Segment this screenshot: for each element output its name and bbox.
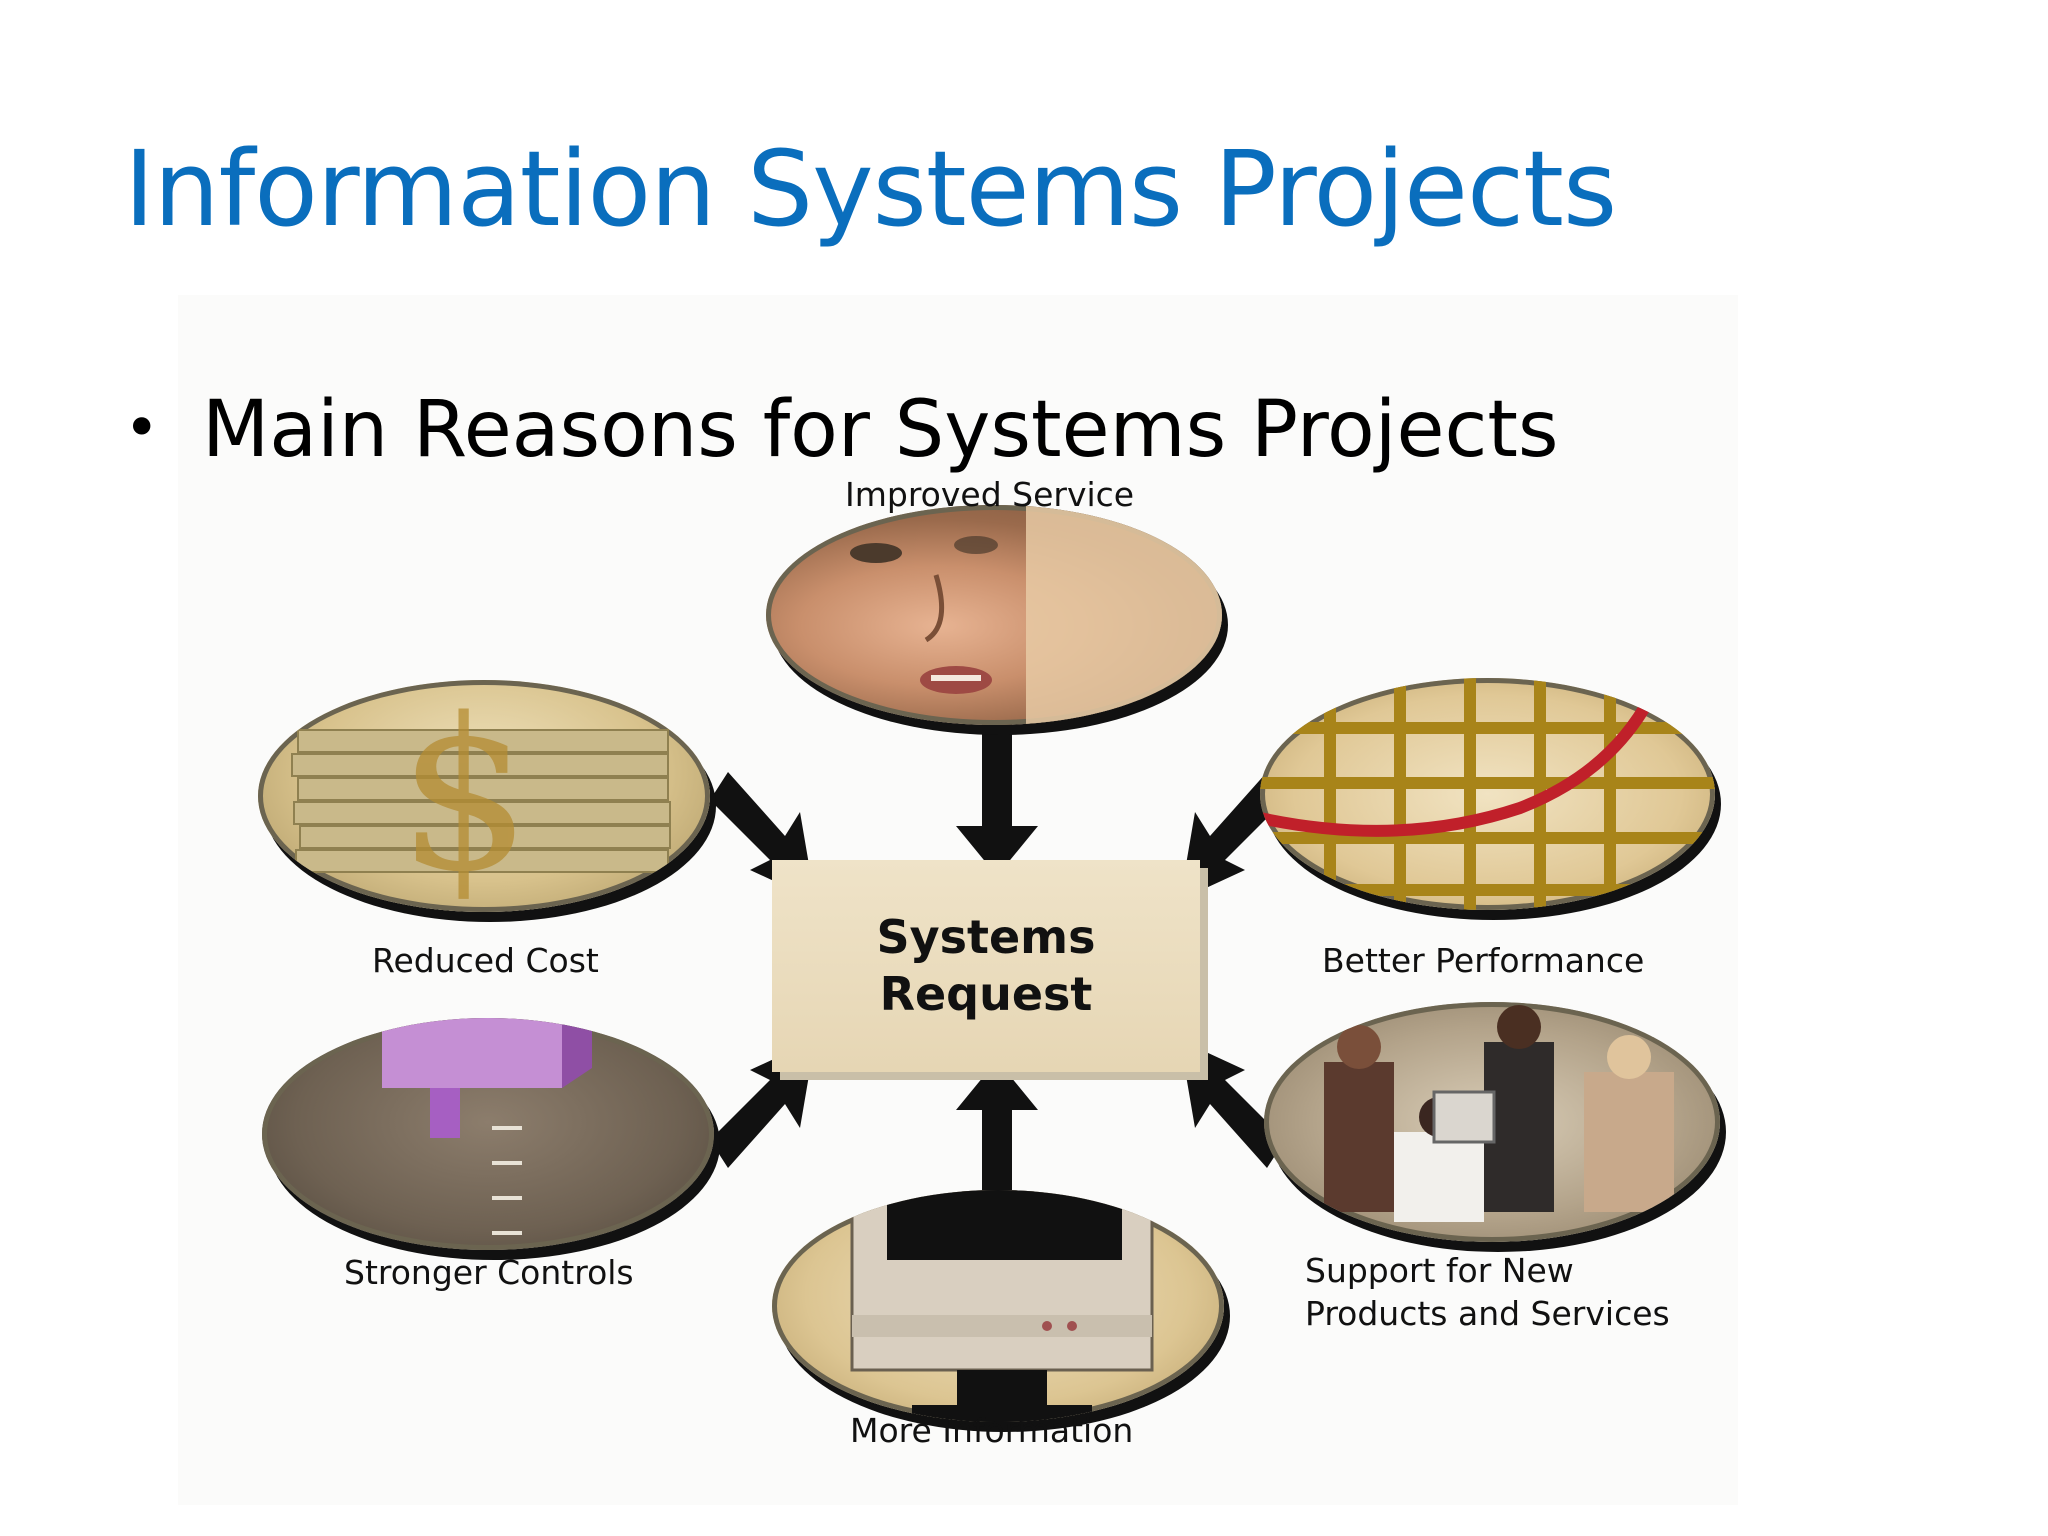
systems-request-box: Systems Request <box>772 860 1200 1072</box>
support-new-products-image <box>1264 1002 1720 1242</box>
systems-request-line1: Systems <box>877 909 1096 967</box>
improved-service-label: Improved Service <box>845 474 1134 517</box>
support-label-line2: Products and Services <box>1305 1293 1670 1336</box>
face-illustration <box>766 505 1222 725</box>
systems-request-line2: Request <box>880 966 1093 1024</box>
better-performance-image <box>1260 678 1715 910</box>
lock-control-illustration <box>262 1018 714 1250</box>
arrow-from-more-information <box>956 1060 1038 1200</box>
reduced-cost-label: Reduced Cost <box>372 940 599 983</box>
support-label-line1: Support for New <box>1305 1250 1670 1293</box>
more-information-image <box>772 1190 1224 1422</box>
stronger-controls-image <box>262 1018 714 1250</box>
stronger-controls-label: Stronger Controls <box>344 1252 634 1295</box>
support-new-products-label: Support for New Products and Services <box>1305 1250 1670 1336</box>
svg-text:$: $ <box>398 680 532 912</box>
arrow-from-improved-service <box>956 700 1038 876</box>
reduced-cost-image: $ <box>258 680 710 912</box>
people-meeting-illustration <box>1264 1002 1720 1242</box>
computer-monitor-illustration <box>772 1190 1224 1422</box>
performance-graph-illustration <box>1260 678 1715 910</box>
more-information-label: More Information <box>850 1410 1133 1453</box>
improved-service-image <box>766 505 1222 725</box>
money-stack-illustration: $ <box>258 680 710 912</box>
better-performance-label: Better Performance <box>1322 940 1644 983</box>
